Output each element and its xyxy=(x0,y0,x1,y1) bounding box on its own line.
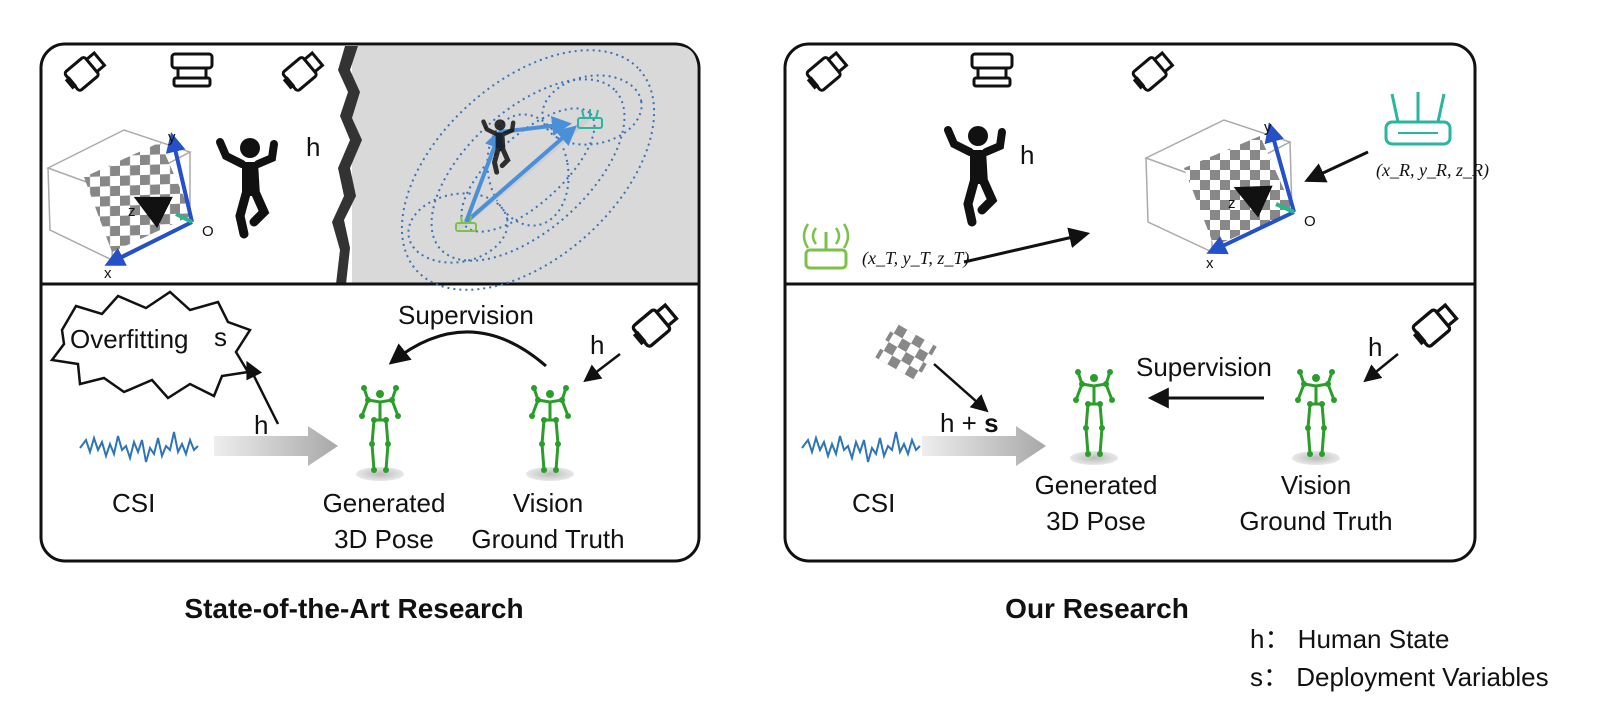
supervision-label: Supervision xyxy=(1136,352,1272,382)
rx-arrow xyxy=(1304,150,1369,183)
h-arrow-label: h xyxy=(254,410,268,440)
rx-coords-label: (x_R, y_R, z_R) xyxy=(1376,160,1489,181)
router-icon-teal xyxy=(577,109,603,129)
s-label: s xyxy=(214,322,227,352)
generated-label-line2: 3D Pose xyxy=(334,524,434,554)
tx-arrow xyxy=(963,227,1091,264)
overfitting-label: Overfitting xyxy=(70,324,189,354)
vision-label-line1: Vision xyxy=(1281,470,1351,500)
h-label: h xyxy=(306,132,320,162)
right-panel-frame xyxy=(783,42,1477,563)
csi-label: CSI xyxy=(112,488,155,518)
left-panel: y z O x h xyxy=(39,42,701,563)
camera-arrow xyxy=(583,353,621,383)
axis-o-label: O xyxy=(1304,213,1316,230)
h-camera-label: h xyxy=(590,330,604,360)
checkerboard-icon xyxy=(875,322,937,382)
vision-label-line2: Ground Truth xyxy=(1239,506,1392,536)
router-icon-green xyxy=(455,215,477,232)
right-caption: Our Research xyxy=(1005,593,1189,624)
checker-arrow xyxy=(933,363,989,413)
csi-label: CSI xyxy=(852,488,895,518)
h-plus-label: h + s xyxy=(940,408,999,438)
axis-z-label: z xyxy=(1228,195,1236,212)
tx-coords-label: (x_T, y_T, z_T) xyxy=(862,248,969,269)
overfitting-burst: Overfitting s xyxy=(49,290,252,400)
right-panel: h (x_T, y_T, z_T) (x_R, y_R, z_R) xyxy=(783,42,1489,563)
gray-arrow xyxy=(922,426,1046,466)
router-icon-green xyxy=(802,223,850,270)
camera-icon-top xyxy=(970,52,1014,88)
axis-x-label: x xyxy=(104,265,112,282)
vision-label-line2: Ground Truth xyxy=(471,524,624,554)
left-caption: State-of-the-Art Research xyxy=(184,593,523,624)
camera-arrow xyxy=(1363,353,1399,383)
supervision-label: Supervision xyxy=(398,300,534,330)
gray-arrow xyxy=(214,426,338,466)
generated-label-line2: 3D Pose xyxy=(1046,506,1146,536)
supervision-arrow xyxy=(388,330,547,368)
h-camera-label: h xyxy=(1368,332,1382,362)
axis-x-label: x xyxy=(1206,255,1214,272)
checkerboard-cube: y z O x xyxy=(1144,119,1316,272)
axis-o-label: O xyxy=(202,223,214,240)
vision-label-line1: Vision xyxy=(513,488,583,518)
generated-label-line1: Generated xyxy=(1035,470,1158,500)
axis-z-label: z xyxy=(128,203,136,220)
legend-h: h： Human State xyxy=(1250,624,1449,654)
left-gray-region xyxy=(352,46,697,284)
camera-icon-top xyxy=(170,52,214,88)
h-label: h xyxy=(1020,140,1034,170)
generated-label-line1: Generated xyxy=(323,488,446,518)
axis-y-label: y xyxy=(1264,119,1272,136)
arrow-to-overfitting xyxy=(246,360,280,425)
legend-s: s： Deployment Variables xyxy=(1250,662,1549,692)
axis-y-label: y xyxy=(168,129,176,146)
crack-divider xyxy=(332,46,362,284)
router-icon-teal xyxy=(1384,92,1452,146)
checkerboard-cube: y z O x xyxy=(46,129,214,282)
legend: h： Human State s： Deployment Variables xyxy=(1250,624,1549,692)
